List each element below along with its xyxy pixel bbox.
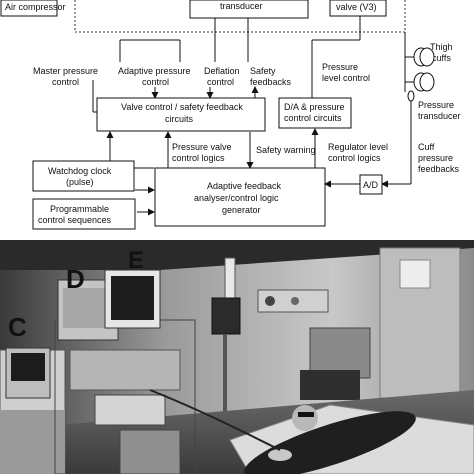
photo-monitor-pole — [223, 334, 227, 414]
watchdog-clock-box: Watchdog clock (pulse) — [32, 160, 135, 192]
photo-outlet — [291, 297, 299, 305]
svg-text:Watchdog clock: Watchdog clock — [48, 166, 112, 176]
deflation-label: Deflation control — [204, 66, 240, 87]
transducer-box: transducer — [189, 0, 309, 19]
photo-keyboard-shelf — [69, 349, 181, 391]
control-system-block-diagram: Air compressor transducer valve (V3) Mas… — [0, 0, 461, 230]
photo-device-d-front — [63, 288, 111, 328]
photo-lower-device — [94, 394, 166, 426]
svg-text:Master pressure: Master pressure — [33, 66, 98, 76]
svg-text:feedbacks: feedbacks — [418, 164, 460, 174]
svg-text:generator: generator — [222, 205, 261, 215]
photo-patient-head — [292, 405, 318, 431]
safety-feedbacks-label: Safety feedbacks — [250, 66, 292, 87]
svg-text:A/D: A/D — [363, 180, 379, 190]
photo-pole-monitor — [211, 297, 241, 335]
photo-cabinet — [309, 327, 371, 379]
photo-cart-c-lower — [0, 410, 65, 474]
photo-label-c: C — [8, 312, 27, 342]
svg-text:level control: level control — [322, 73, 370, 83]
thigh-cuffs-label: Thigh cuffs — [430, 42, 453, 63]
svg-text:Safety: Safety — [250, 66, 276, 76]
svg-text:control logics: control logics — [328, 153, 381, 163]
pressure-valve-logics-label: Pressure valve control logics — [172, 142, 232, 163]
photo-gas-outlet — [265, 296, 275, 306]
dashed-enclosure-lines — [74, 0, 406, 33]
photo-bottom-device — [119, 429, 181, 474]
photo-device-c-screen — [11, 353, 45, 381]
da-pressure-box: D/A & pressure control circuits — [278, 97, 352, 129]
pressure-level-control-label: Pressure level control — [322, 62, 370, 83]
svg-text:D/A & pressure: D/A & pressure — [284, 102, 345, 112]
photo-patient-hand — [268, 449, 292, 461]
svg-text:transducer: transducer — [418, 111, 461, 121]
svg-text:cuffs: cuffs — [432, 53, 451, 63]
svg-text:Adaptive feedback: Adaptive feedback — [207, 181, 282, 191]
pressure-transducer-label: Pressure transducer — [418, 100, 461, 121]
svg-text:control logics: control logics — [172, 153, 225, 163]
svg-text:control: control — [52, 77, 79, 87]
svg-text:circuits: circuits — [165, 114, 194, 124]
ad-converter-box: A/D — [359, 174, 383, 195]
svg-text:Thigh: Thigh — [430, 42, 453, 52]
master-pressure-label: Master pressure control — [33, 66, 98, 87]
photo-label-d: D — [66, 264, 85, 294]
photo-cables — [149, 389, 281, 451]
svg-text:transducer: transducer — [220, 1, 263, 11]
svg-text:valve (V3): valve (V3) — [336, 2, 377, 12]
safety-warning-label: Safety warning — [256, 145, 316, 155]
svg-text:Regulator level: Regulator level — [328, 142, 388, 152]
svg-text:feedbacks: feedbacks — [250, 77, 292, 87]
thigh-cuff-icons — [407, 47, 435, 102]
photo-black-case — [300, 370, 360, 400]
svg-text:Air compressor: Air compressor — [5, 2, 66, 12]
svg-text:analyser/control logic: analyser/control logic — [194, 193, 279, 203]
cuff-pressure-feedbacks-label: Cuff pressure feedbacks — [418, 142, 460, 174]
svg-text:Valve control / safety feedbac: Valve control / safety feedback — [121, 102, 243, 112]
svg-text:control sequences: control sequences — [38, 215, 112, 225]
svg-text:Pressure: Pressure — [322, 62, 358, 72]
lab-setup-photo: C D E — [0, 240, 474, 474]
svg-text:Pressure valve: Pressure valve — [172, 142, 232, 152]
svg-text:control: control — [207, 77, 234, 87]
svg-text:Adaptive pressure: Adaptive pressure — [118, 66, 191, 76]
svg-text:Safety warning: Safety warning — [256, 145, 316, 155]
photo-wall-sign — [399, 259, 431, 289]
adaptive-feedback-box: Adaptive feedback analyser/control logic… — [154, 167, 326, 227]
upper-connector-lines — [119, 16, 361, 99]
photo-ceiling — [0, 240, 474, 270]
valve-control-box: Valve control / safety feedback circuits — [96, 97, 266, 132]
svg-text:Deflation: Deflation — [204, 66, 240, 76]
svg-text:control circuits: control circuits — [284, 113, 342, 123]
svg-text:(pulse): (pulse) — [66, 177, 94, 187]
photo-label-e: E — [128, 247, 144, 274]
svg-text:Programmable: Programmable — [50, 204, 109, 214]
photo-patient-body — [244, 411, 416, 474]
cuff-tubing-lines — [381, 32, 414, 188]
photo-flowmeter — [224, 257, 236, 299]
regulator-logics-label: Regulator level control logics — [328, 142, 388, 163]
programmable-sequences-box: Programmable control sequences — [32, 198, 136, 230]
valve-v3-box: valve (V3) — [329, 0, 387, 17]
photo-monitor-e-screen — [111, 276, 154, 320]
svg-text:control: control — [142, 77, 169, 87]
svg-text:Pressure: Pressure — [418, 100, 454, 110]
svg-text:pressure: pressure — [418, 153, 453, 163]
svg-text:Cuff: Cuff — [418, 142, 435, 152]
adaptive-pressure-label: Adaptive pressure control — [118, 66, 191, 87]
air-compressor-box: Air compressor — [0, 0, 66, 17]
photo-patient-glasses — [298, 412, 314, 417]
